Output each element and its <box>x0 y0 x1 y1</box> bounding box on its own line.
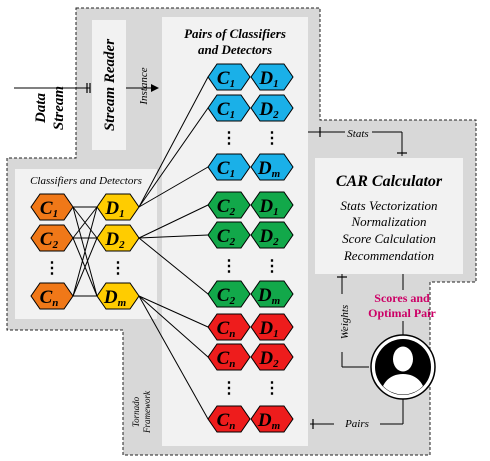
scores-label-line2: Optimal Pair <box>368 306 436 320</box>
cd-panel-title: Classifiers and Detectors <box>30 175 142 187</box>
pair-classifier-hex <box>207 191 251 219</box>
classifier-hex-n <box>30 282 74 310</box>
data-stream-label-line2: Stream <box>51 86 67 130</box>
detector-hex-m <box>96 282 140 310</box>
tornado-label-line2: Framework <box>142 390 152 434</box>
car-item-4: Recommendation <box>343 248 434 263</box>
connector-line <box>72 237 98 297</box>
connection-lines <box>72 76 209 420</box>
pair-detector-hex <box>250 221 294 249</box>
weights-label: Weights <box>339 305 351 339</box>
stream-reader-box <box>92 20 126 150</box>
detector-hex-2 <box>96 224 140 252</box>
tornado-label-line1: Tornado <box>131 396 141 427</box>
pair-classifier-hex <box>207 153 251 181</box>
connector-line <box>72 206 98 297</box>
connector-line <box>138 76 209 208</box>
detector-hex-1 <box>96 193 140 221</box>
pair-detector-hex <box>250 280 294 308</box>
car-item-3: Score Calculation <box>342 231 436 246</box>
pair-classifier-hex <box>207 405 251 433</box>
data-stream-label-line1: Data <box>33 93 49 125</box>
scores-label-line1: Scores and <box>374 291 430 305</box>
pairs-label: Pairs <box>344 418 369 430</box>
car-item-1: Stats Vectorization <box>340 198 437 213</box>
pair-c-ellipsis: ⋮ <box>221 130 237 147</box>
connector-line <box>138 237 209 295</box>
pairs-panel-title-line1: Pairs of Classifiers <box>184 26 286 41</box>
pair-detector-hex <box>250 153 294 181</box>
pair-classifier-hex <box>207 343 251 371</box>
left-c-ellipsis: ⋮ <box>44 260 60 277</box>
instance-label: Instance <box>138 67 150 105</box>
stream-reader-label: Stream Reader <box>102 39 118 131</box>
pair-detector-hex <box>250 94 294 122</box>
car-calculator-panel <box>315 158 463 274</box>
pair-c-ellipsis: ⋮ <box>221 258 237 275</box>
pair-detector-hex <box>250 191 294 219</box>
pair-detector-hex <box>250 313 294 341</box>
left-d-ellipsis: ⋮ <box>110 260 126 277</box>
car-title: CAR Calculator <box>336 173 443 190</box>
connector-line <box>138 166 209 208</box>
flow-arrows <box>14 83 407 429</box>
pair-d-ellipsis: ⋮ <box>264 380 280 397</box>
connector-line <box>138 295 209 420</box>
pair-classifier-hex <box>207 63 251 91</box>
pair-detector-hex <box>250 343 294 371</box>
pair-classifier-hex <box>207 221 251 249</box>
connector-line <box>72 206 98 239</box>
connector-line <box>138 107 209 208</box>
connector-line <box>138 295 209 328</box>
connector-line <box>138 204 209 239</box>
pair-detector-hex <box>250 405 294 433</box>
pair-classifier-hex <box>207 313 251 341</box>
pairs-panel-title-line2: and Detectors <box>198 42 272 57</box>
pair-d-ellipsis: ⋮ <box>264 130 280 147</box>
pair-c-ellipsis: ⋮ <box>221 380 237 397</box>
pair-classifier-hex <box>207 94 251 122</box>
classifier-hex-2 <box>30 224 74 252</box>
user-silhouette-icon <box>370 334 436 400</box>
classifier-hex-1 <box>30 193 74 221</box>
connector-line <box>138 234 209 239</box>
pair-classifier-hex <box>207 280 251 308</box>
pair-d-ellipsis: ⋮ <box>264 258 280 275</box>
pair-detector-hex <box>250 63 294 91</box>
connector-line <box>138 295 209 358</box>
car-item-2: Normalization <box>350 214 426 229</box>
stats-label: Stats <box>347 128 368 140</box>
